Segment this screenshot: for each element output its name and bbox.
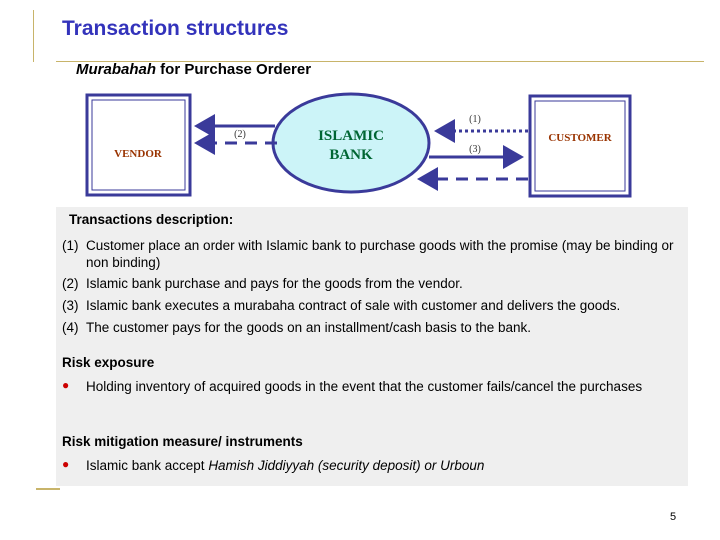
customer-box-inner	[534, 100, 626, 192]
customer-label: CUSTOMER	[548, 132, 612, 144]
subtitle-rest: for Purchase Orderer	[156, 61, 312, 78]
item-text: Customer place an order with Islamic ban…	[86, 238, 674, 270]
slide-subtitle: Murabahah for Purchase Orderer	[76, 61, 311, 78]
risk-exposure-heading: Risk exposure	[62, 355, 155, 370]
vendor-box	[85, 93, 192, 197]
decor-rule-bottom	[36, 488, 60, 490]
vendor-box-inner	[91, 99, 186, 191]
page-number: 5	[670, 511, 677, 523]
bullet-text-plain: Islamic bank accept	[86, 458, 209, 473]
transactions-heading: Transactions description:	[69, 212, 234, 227]
bank-label-line1: ISLAMIC	[318, 128, 384, 144]
murabahah-diagram: VENDOR CUSTOMER ISLAMIC BANK (2) (1) (3)	[85, 92, 632, 198]
decor-rule-vertical	[33, 10, 34, 62]
slide-title: Transaction structures	[62, 17, 289, 40]
bullet-dot-icon: ●	[62, 457, 70, 471]
bullet-dot-icon: ●	[62, 378, 70, 392]
subtitle-italic: Murabahah	[76, 61, 157, 78]
customer-box	[528, 94, 632, 198]
item-text: Islamic bank purchase and pays for the g…	[86, 276, 463, 291]
risk-mitigation-heading: Risk mitigation measure/ instruments	[62, 434, 303, 449]
bullet-text: Islamic bank accept Hamish Jiddiyyah (se…	[86, 457, 686, 474]
item-text: The customer pays for the goods on an in…	[86, 320, 531, 335]
item-number: (2)	[62, 276, 79, 291]
arrow-2-label: (2)	[234, 129, 246, 140]
item-number: (3)	[62, 298, 79, 313]
item-number: (1)	[62, 238, 79, 253]
arrow-3-label: (3)	[469, 144, 481, 155]
item-text: Islamic bank executes a murabaha contrac…	[86, 298, 621, 313]
bullet-text-italic: Hamish Jiddiyyah (security deposit) or U…	[208, 458, 485, 473]
item-number: (4)	[62, 320, 79, 335]
bullet-text: Holding inventory of acquired goods in t…	[86, 379, 643, 394]
decor-rule-horizontal	[56, 61, 704, 62]
vendor-label: VENDOR	[114, 148, 163, 160]
arrow-1-label: (1)	[469, 114, 481, 125]
description-panel	[56, 207, 688, 486]
bank-label-line2: BANK	[329, 147, 373, 163]
